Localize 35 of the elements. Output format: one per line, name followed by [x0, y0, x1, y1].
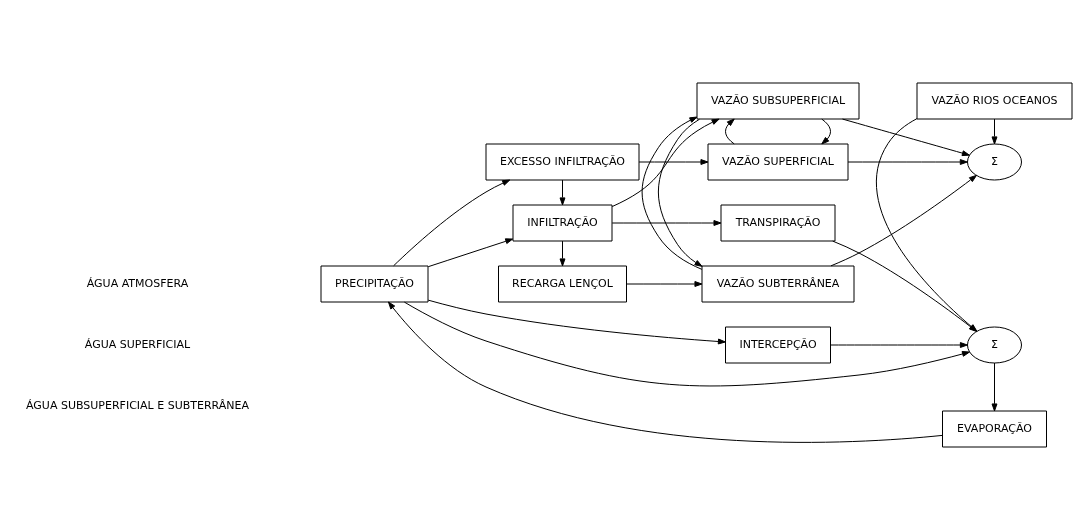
arrow: [991, 118, 998, 145]
arrow: [559, 179, 566, 206]
arrow: [830, 174, 977, 267]
arrow: [387, 301, 943, 443]
label: ÁGUA ATMOSFERA: [86, 276, 189, 290]
arrow: [821, 118, 831, 145]
label: ÁGUA SUPERFICIAL: [84, 337, 191, 351]
arrow: [847, 159, 968, 165]
node-box: VAZÃO SUBTERRÂNEA: [701, 265, 855, 303]
label: ÁGUA SUBSUPERFICIAL E SUBTERRÂNEA: [26, 398, 249, 412]
arrow: [393, 179, 511, 267]
arrow: [638, 159, 709, 165]
node-box: EXCESSO INFILTRAÇÃO: [485, 143, 640, 181]
arrow: [830, 342, 968, 348]
node-box: INTERCEPÇÃO: [725, 326, 831, 364]
node-box: EVAPORAÇÃO: [942, 410, 1047, 448]
arrow: [991, 362, 998, 412]
arrow: [403, 301, 970, 387]
node-box: VAZÃO SUBSUPERFICIAL: [696, 82, 860, 120]
arrow: [626, 281, 703, 287]
arrow: [611, 220, 722, 226]
arrow: [842, 118, 970, 157]
arrow: [725, 118, 735, 145]
node-box: VAZÃO RIOS OCEANOS: [916, 82, 1073, 120]
arrow: [559, 240, 566, 267]
arrow: [657, 118, 703, 267]
node-box: RECARGA LENÇOL: [498, 265, 627, 303]
arrow: [427, 238, 514, 268]
arrow: [427, 299, 726, 345]
arrow: [641, 116, 703, 270]
node-box: TRANSPIRAÇÃO: [720, 204, 836, 242]
node-box: INFILTRAÇÃO: [512, 204, 613, 242]
arrow: [611, 118, 720, 208]
node-box: VAZÃO SUPERFICIAL: [707, 143, 849, 181]
node-box: PRECIPITAÇÃO: [320, 265, 429, 303]
